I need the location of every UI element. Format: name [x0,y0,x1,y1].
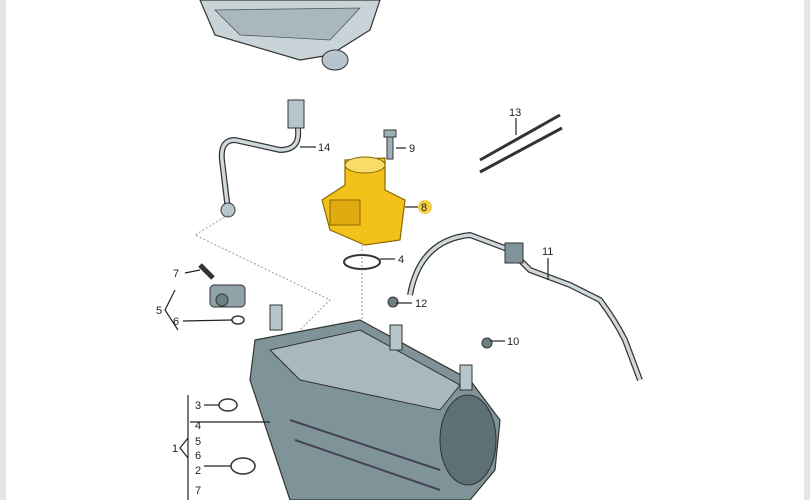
callout-10[interactable]: 10 [507,336,519,348]
gasket-2[interactable] [230,457,256,475]
throttle-body-8[interactable] [321,156,406,246]
callout-2[interactable]: 2 [195,465,201,477]
callout-9[interactable]: 9 [409,143,415,155]
hose-14[interactable] [218,99,305,218]
callout-13[interactable]: 13 [509,107,521,119]
callout-6-sub[interactable]: 6 [195,450,201,462]
bolt-9[interactable] [383,129,397,160]
callout-4-sub[interactable]: 4 [195,420,201,432]
callout-12[interactable]: 12 [415,298,427,310]
rods-13[interactable] [479,113,563,174]
highlight-marker [418,200,432,214]
callout-5[interactable]: 5 [156,305,162,317]
callout-8[interactable]: 8 [421,202,427,214]
bolt-7[interactable] [198,263,215,280]
left-border [0,0,6,500]
seal-6[interactable] [231,315,245,325]
callout-3[interactable]: 3 [195,400,201,412]
callout-5-sub[interactable]: 5 [195,436,201,448]
right-border [804,0,810,500]
callout-4[interactable]: 4 [398,254,404,266]
callout-14[interactable]: 14 [318,142,330,154]
callout-11[interactable]: 11 [542,246,553,258]
nut-12[interactable] [387,296,399,308]
sensor-5[interactable] [209,284,246,308]
callout-7-sub[interactable]: 7 [195,485,201,497]
pipe-11[interactable] [407,231,643,382]
intake-manifold[interactable] [249,304,501,500]
bolt-10[interactable] [481,337,493,349]
callout-1[interactable]: 1 [172,443,178,455]
gasket-3[interactable] [218,398,238,412]
callout-7[interactable]: 7 [173,268,179,280]
air-filter-housing[interactable] [199,0,381,71]
callout-6[interactable]: 6 [173,316,179,328]
